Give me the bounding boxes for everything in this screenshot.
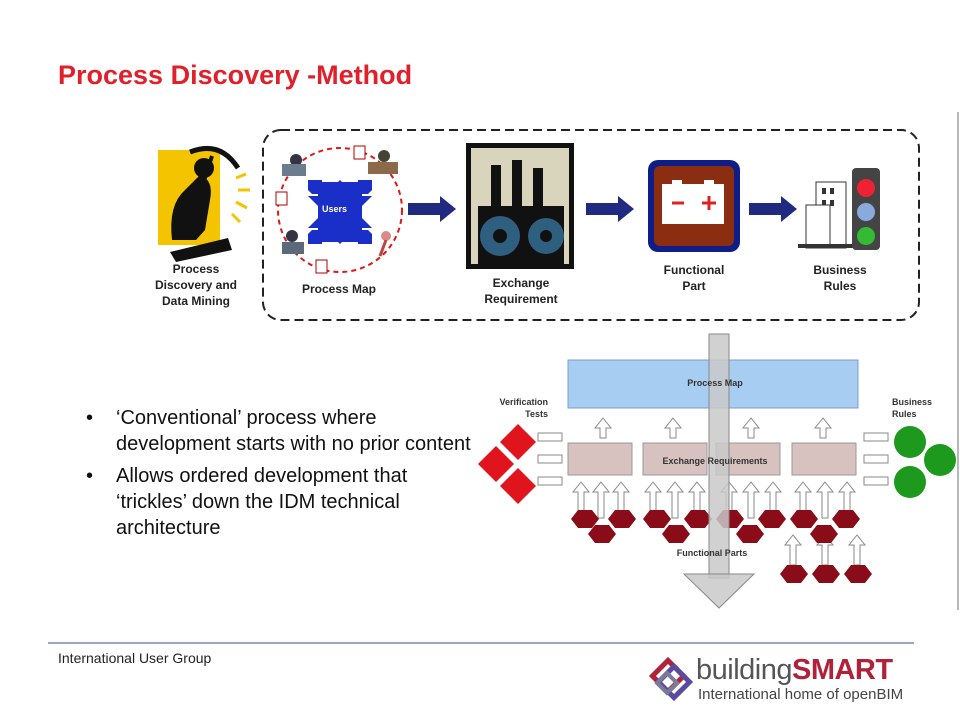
process-map-cycle-icon	[275, 145, 403, 274]
up-arrow-icon	[571, 481, 867, 566]
verification-test-icon	[478, 424, 536, 504]
functional-part-label: Functional Part	[663, 263, 725, 293]
functional-part-icon	[571, 510, 872, 583]
side-arrow-icon	[537, 432, 889, 486]
right-divider	[957, 112, 959, 610]
functional-parts-label: Functional Parts	[676, 548, 748, 558]
bullet-marker: •	[86, 465, 94, 487]
exchange-requirement-box	[642, 442, 708, 476]
buildingsmart-logo-icon	[648, 656, 694, 702]
process-flow-boundary	[262, 129, 920, 321]
miner-icon	[158, 146, 250, 262]
bullet-list: • ‘Conventional’ process where developme…	[86, 405, 476, 547]
bullet-text: ‘Conventional’ process where development…	[116, 407, 471, 455]
flow-arrow-icon	[586, 196, 634, 222]
exchange-requirement-box	[791, 442, 857, 476]
exchange-requirements-label: Exchange Requirements	[662, 456, 768, 466]
flow-arrow-icon	[749, 196, 797, 222]
exchange-requirement-box	[567, 442, 633, 476]
trickle-down-arrow-icon	[682, 333, 756, 609]
verification-tests-label: Verification Tests	[499, 397, 548, 419]
battery-icon	[648, 160, 740, 252]
logo-tagline: International home of openBIM	[698, 686, 904, 703]
slide-title: Process Discovery -Method	[58, 60, 413, 90]
footer-divider	[48, 642, 914, 644]
traffic-light-icon	[798, 168, 880, 250]
users-hub-icon	[308, 180, 372, 244]
business-rule-icon	[894, 426, 956, 498]
up-arrow-icon	[593, 417, 833, 439]
bullet-marker: •	[86, 407, 94, 429]
flow-arrow-icon	[408, 196, 456, 222]
process-map-box-label: Process Map	[687, 378, 743, 388]
bullet-item: • ‘Conventional’ process where developme…	[86, 405, 476, 457]
business-rules-arch-label: Business Rules	[892, 397, 933, 419]
business-rules-label: Business Rules	[813, 263, 867, 293]
process-map-label: Process Map	[301, 282, 377, 296]
discovery-label: Process Discovery and Data Mining	[154, 262, 238, 308]
factory-icon	[466, 143, 574, 269]
users-label: Users	[322, 204, 348, 214]
footer-group-label: International User Group	[58, 650, 212, 666]
logo-brand: SMART	[791, 654, 893, 686]
exchange-requirement-label: Exchange Requirement	[484, 276, 558, 306]
logo-prefix: building	[696, 654, 792, 686]
logo-wordmark: buildingSMART	[696, 654, 893, 687]
bullet-item: • Allows ordered development that ‘trick…	[86, 463, 476, 541]
bullet-text: Allows ordered development that ‘trickle…	[116, 465, 408, 539]
